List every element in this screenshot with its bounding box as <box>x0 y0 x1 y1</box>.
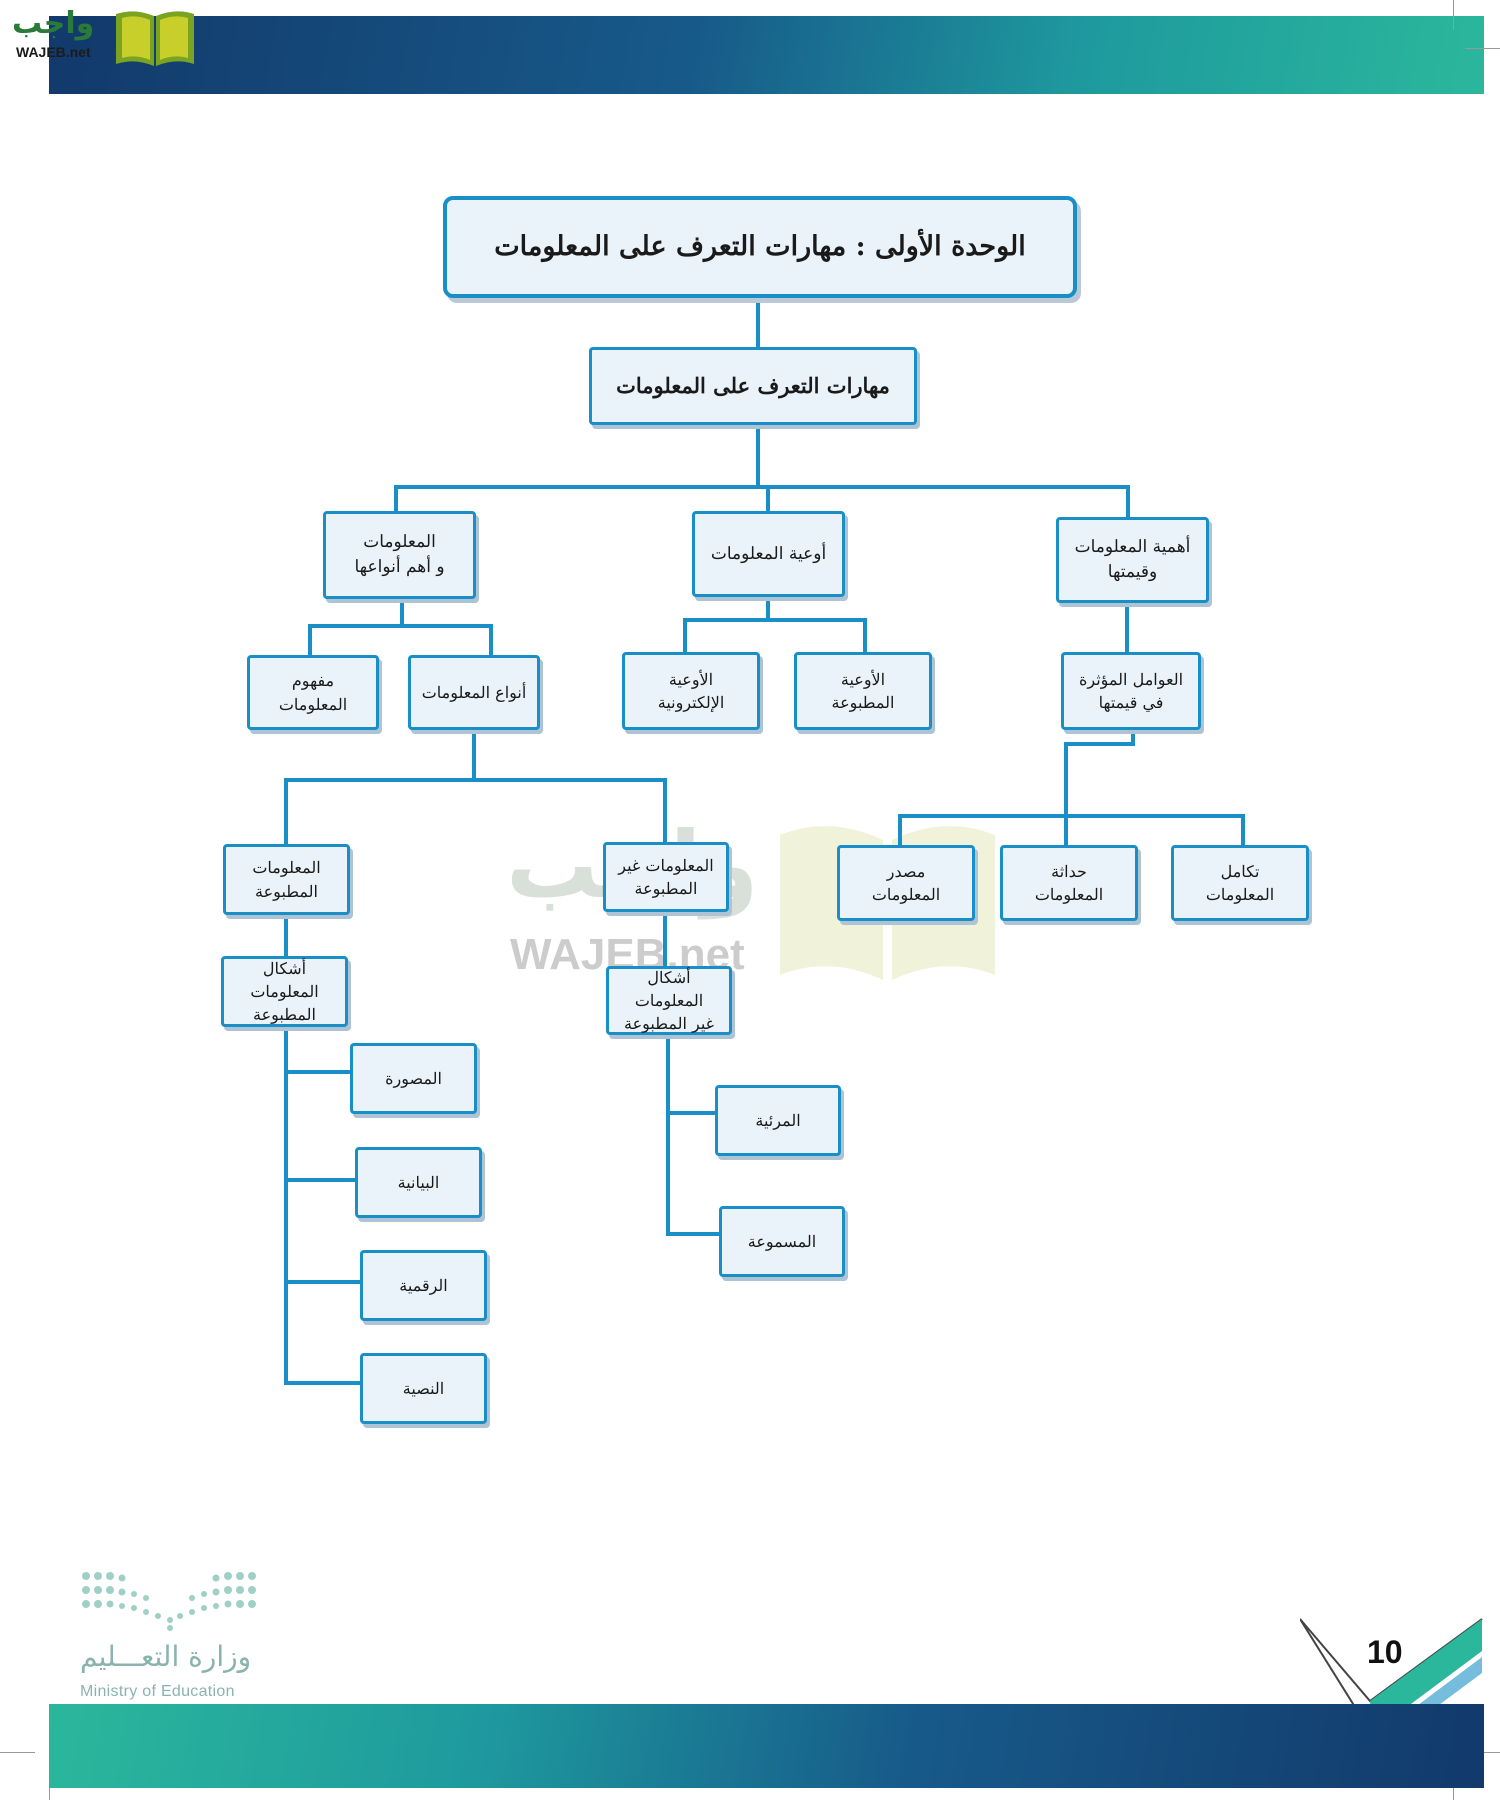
modernity-box: حداثة المعلومات <box>1000 845 1138 921</box>
crop-mark <box>0 1752 35 1753</box>
factors-box: العوامل المؤثرة في قيمتها <box>1061 652 1201 730</box>
info-types-box: المعلومات و أهم أنواعها <box>323 511 476 599</box>
open-book-icon <box>116 11 194 66</box>
printed-containers-box: الأوعية المطبوعة <box>794 652 932 730</box>
header-band <box>49 16 1484 94</box>
main-topic-box: مهارات التعرف على المعلومات <box>589 347 917 425</box>
electronic-containers-box: الأوعية الإلكترونية <box>622 652 760 730</box>
audio-box: المسموعة <box>719 1206 845 1277</box>
containers-box: أوعية المعلومات <box>692 511 845 597</box>
non-printed-box: المعلومات غير المطبوعة <box>603 842 729 912</box>
textual-box: النصية <box>360 1353 487 1424</box>
printed-box: المعلومات المطبوعة <box>223 844 350 915</box>
crop-mark <box>1453 0 1454 30</box>
pictorial-box: المصورة <box>350 1043 477 1114</box>
graphical-box: البيانية <box>355 1147 482 1218</box>
non-printed-forms-box: أشكال المعلومات غير المطبوعة <box>606 966 732 1035</box>
logo-arabic-text: واجب <box>12 6 95 41</box>
visual-box: المرئية <box>715 1085 841 1156</box>
digital-box: الرقمية <box>360 1250 487 1321</box>
types-of-info-box: أنواع المعلومات <box>408 655 540 730</box>
wajeb-logo[interactable]: واجب WAJEB.net <box>8 4 194 68</box>
integration-box: تكامل المعلومات <box>1171 845 1309 921</box>
printed-forms-box: أشكال المعلومات المطبوعة <box>221 956 348 1027</box>
logo-english-text: WAJEB.net <box>16 44 91 60</box>
importance-box: أهمية المعلومات وقيمتها <box>1056 517 1209 603</box>
diagram-title-box: الوحدة الأولى : مهارات التعرف على المعلو… <box>443 196 1077 298</box>
page-number: 10 <box>1367 1634 1403 1670</box>
footer-band <box>49 1704 1484 1788</box>
crop-mark <box>1465 48 1500 49</box>
source-box: مصدر المعلومات <box>837 845 975 921</box>
concept-box: مفهوم المعلومات <box>247 655 379 730</box>
ministry-english-name: Ministry of Education <box>80 1683 235 1700</box>
ministry-dots-logo <box>82 1572 256 1631</box>
ministry-arabic-name: وزارة التعـــليم <box>80 1640 252 1673</box>
